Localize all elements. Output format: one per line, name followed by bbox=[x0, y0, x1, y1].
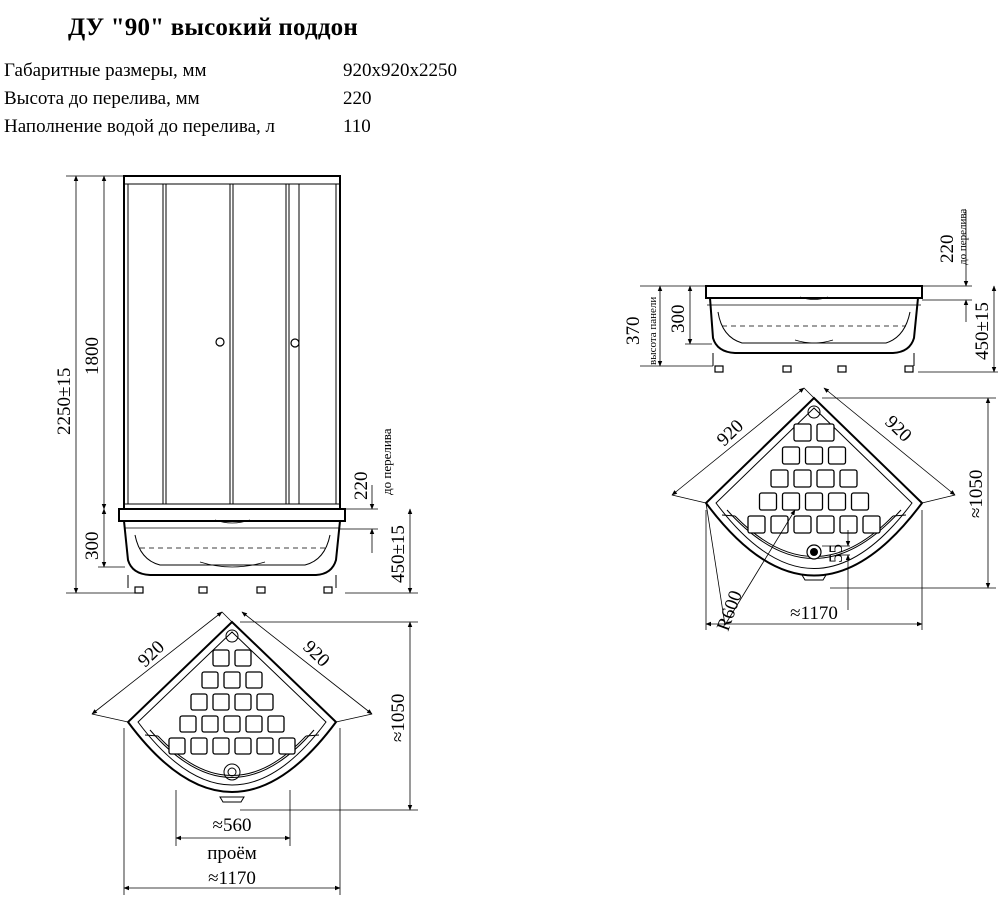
tray-tile bbox=[168, 737, 186, 755]
dim-side-b-right: 920 bbox=[881, 411, 916, 446]
tray-tile bbox=[267, 715, 285, 733]
dim-depth: ≈1050 bbox=[388, 694, 409, 742]
tray-tile bbox=[256, 737, 274, 755]
tray-tile bbox=[816, 423, 835, 442]
dim-tray-base: 300 bbox=[82, 532, 103, 561]
dim-door-height: 1800 bbox=[82, 337, 103, 375]
tray-tile bbox=[793, 469, 812, 488]
tray-tile bbox=[816, 515, 835, 534]
tray-elevation-view: 370 высота панели 300 220 до перелива 45… bbox=[623, 209, 998, 373]
tray-tile bbox=[201, 671, 219, 689]
dim-total-height: 2250±15 bbox=[54, 368, 75, 435]
dimension-line bbox=[671, 387, 805, 496]
tray-tile bbox=[862, 515, 881, 534]
dimension-line bbox=[823, 387, 956, 496]
tray-tile bbox=[190, 693, 208, 711]
dim-drain: 55 bbox=[826, 544, 847, 563]
tray-tile bbox=[212, 693, 230, 711]
dim-side-a: 920 bbox=[134, 637, 169, 672]
tray-tile bbox=[816, 469, 835, 488]
tray-tile bbox=[234, 693, 252, 711]
cabin-frame bbox=[123, 175, 341, 510]
tray-tile bbox=[278, 737, 296, 755]
tray-tile bbox=[839, 515, 858, 534]
dimension-line bbox=[241, 611, 373, 715]
tray-tile bbox=[212, 737, 230, 755]
front-elevation-view: 2250±15 1800 300 220 до перелива 450±15 bbox=[54, 175, 418, 594]
tray-tile bbox=[793, 423, 812, 442]
tray-body bbox=[123, 520, 341, 576]
dim-overflow-height: 220 bbox=[351, 472, 372, 501]
tray-tile bbox=[212, 649, 230, 667]
spec-label: Высота до перелива, мм bbox=[4, 88, 200, 109]
corner-post bbox=[225, 629, 239, 643]
dim-tray-height: 450±15 bbox=[388, 525, 409, 583]
tray-tile bbox=[804, 446, 824, 465]
tray-body bbox=[709, 297, 919, 354]
door-handle-icon bbox=[215, 337, 225, 347]
tray-tile bbox=[850, 492, 870, 511]
drain-icon bbox=[223, 763, 241, 781]
dim-panel-inner: 300 bbox=[668, 305, 689, 334]
tray-tile bbox=[747, 515, 766, 534]
spec-value: 220 bbox=[343, 88, 372, 109]
dim-opening-caption: проём bbox=[207, 843, 257, 864]
spec-value: 920x920x2250 bbox=[343, 60, 457, 81]
tray-tile bbox=[256, 693, 274, 711]
tray-tile bbox=[839, 469, 858, 488]
tray-tile bbox=[245, 715, 263, 733]
tray-tile bbox=[770, 469, 789, 488]
tray-tile bbox=[804, 492, 824, 511]
spec-label: Габаритные размеры, мм bbox=[4, 60, 207, 81]
tray-tile bbox=[793, 515, 812, 534]
tray-foot bbox=[323, 586, 333, 594]
tray-tile-grid bbox=[747, 423, 881, 534]
corner-post bbox=[807, 405, 821, 419]
dim-side-a-right: 920 bbox=[713, 416, 748, 451]
dim-width: ≈1170 bbox=[208, 868, 256, 889]
tray-rim bbox=[705, 285, 923, 299]
tray-tile bbox=[781, 446, 801, 465]
tray-tile bbox=[234, 649, 252, 667]
dim-panel-height: 370 bbox=[623, 317, 644, 346]
plan-view-right: 920 920 ≈1050 55 R600 ≈1170 bbox=[671, 387, 996, 634]
tray-tile bbox=[770, 515, 789, 534]
tray-tile bbox=[827, 492, 847, 511]
tray-tile bbox=[245, 671, 263, 689]
dim-side-b: 920 bbox=[299, 636, 334, 671]
tray-tile bbox=[190, 737, 208, 755]
tray-tile bbox=[201, 715, 219, 733]
tray-foot bbox=[256, 586, 266, 594]
tray-tile bbox=[827, 446, 847, 465]
dim-radius: R600 bbox=[713, 588, 747, 634]
tray-tile bbox=[758, 492, 778, 511]
tray-rim bbox=[118, 508, 346, 522]
dim-panel-caption: высота панели bbox=[647, 297, 659, 365]
tray-foot bbox=[134, 586, 144, 594]
spec-label: Наполнение водой до перелива, л bbox=[4, 116, 276, 137]
tray-tile bbox=[223, 671, 241, 689]
dimension-line bbox=[91, 611, 223, 715]
dim-overflow-caption-right: до перелива bbox=[957, 209, 969, 265]
tray-tile bbox=[781, 492, 801, 511]
tray-tile bbox=[234, 737, 252, 755]
dim-depth-right: ≈1050 bbox=[966, 470, 987, 518]
page-title: ДУ "90" высокий поддон bbox=[68, 14, 358, 41]
tray-foot bbox=[198, 586, 208, 594]
dim-tray-height-right: 450±15 bbox=[972, 302, 993, 360]
tray-tile bbox=[223, 715, 241, 733]
door-handle-icon bbox=[290, 338, 300, 348]
dim-overflow-height-right: 220 bbox=[937, 235, 958, 264]
dim-overflow-caption: до перелива bbox=[379, 428, 394, 495]
plan-view-left: 920 920 ≈1050 ≈560 проём ≈1170 bbox=[91, 611, 418, 895]
dim-width-right: ≈1170 bbox=[790, 603, 838, 624]
spec-value: 110 bbox=[343, 116, 371, 137]
dim-opening: ≈560 bbox=[213, 815, 252, 836]
tray-outline bbox=[126, 620, 338, 793]
tray-tile bbox=[179, 715, 197, 733]
